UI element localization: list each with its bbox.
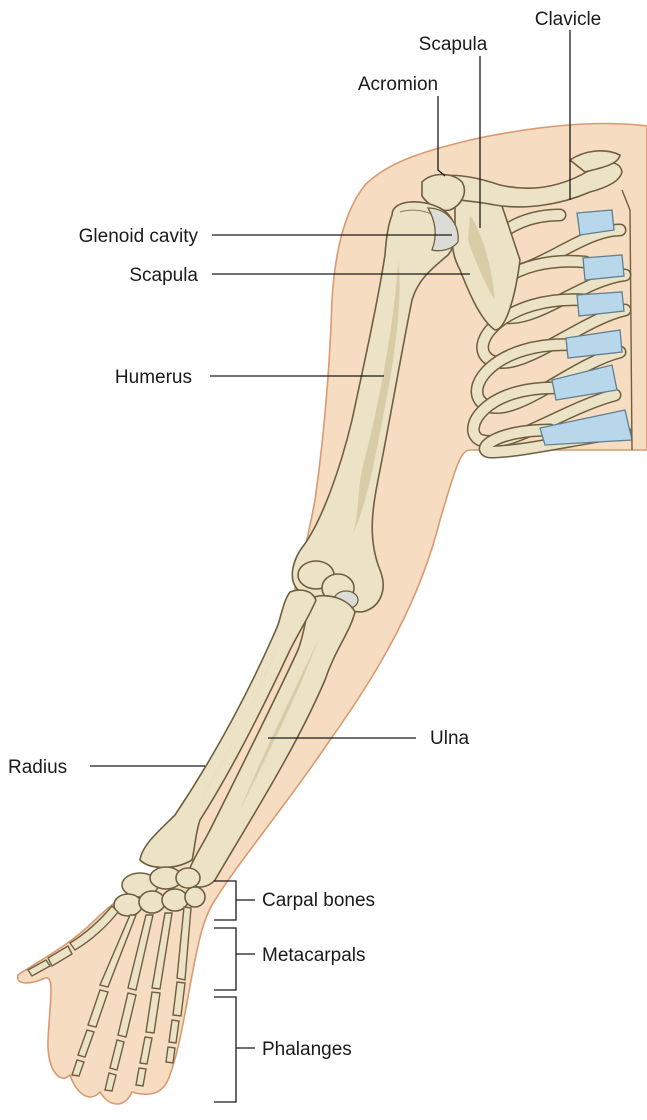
costal-cartilage <box>565 329 623 359</box>
label-carpal-bones: Carpal bones <box>262 890 375 911</box>
label-humerus: Humerus <box>115 367 192 388</box>
label-phalanges: Phalanges <box>262 1039 352 1060</box>
label-radius: Radius <box>8 757 67 778</box>
costal-cartilage <box>582 254 625 281</box>
label-clavicle: Clavicle <box>535 9 602 30</box>
label-ulna: Ulna <box>430 728 470 749</box>
acromion-leader <box>437 96 446 177</box>
ulna-bone <box>186 594 356 888</box>
clavicle-bone <box>429 150 623 208</box>
elbow-condyles <box>297 560 359 610</box>
costal-cartilage <box>576 209 615 236</box>
leader-lines <box>90 30 571 1103</box>
costal-cartilage <box>576 291 625 317</box>
carpal-bones-group <box>113 866 206 917</box>
phalanges-group <box>26 945 186 1092</box>
label-scapula-top: Scapula <box>419 34 488 55</box>
label-scapula-side: Scapula <box>129 265 198 286</box>
glenoid-cavity-bone <box>426 207 459 252</box>
scapula-bone <box>451 192 521 331</box>
label-acromion: Acromion <box>358 74 438 95</box>
metacarpal-bones-group <box>68 904 192 991</box>
radius-bone <box>139 589 317 869</box>
costal-cartilage <box>551 364 618 401</box>
phalanges-bracket <box>214 996 237 1103</box>
metacarpal-bracket <box>214 927 237 991</box>
label-metacarpals: Metacarpals <box>262 945 366 966</box>
label-glenoid-cavity: Glenoid cavity <box>79 226 199 247</box>
labels: Clavicle Scapula Acromion Glenoid cavity… <box>8 9 601 1060</box>
